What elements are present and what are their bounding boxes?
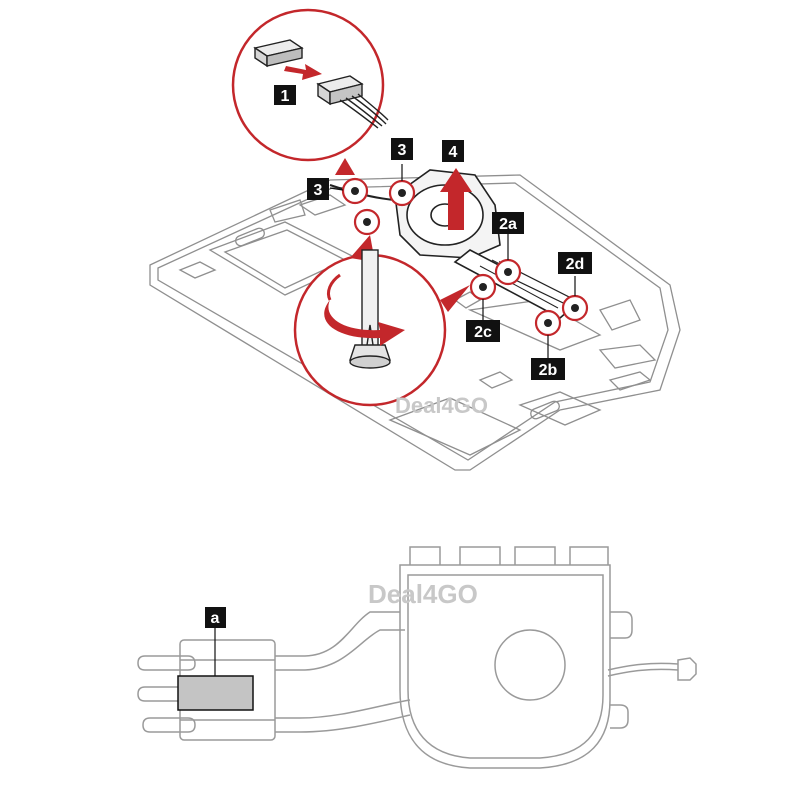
lift-arrow-icon [440, 168, 472, 230]
watermark-top: Deal4GO [395, 393, 488, 418]
screwdriver-zoom-circle [293, 235, 470, 407]
callout-2d: 2d [558, 252, 592, 274]
connector-cover [253, 39, 304, 68]
slide-arrow-icon [284, 64, 322, 80]
svg-text:3: 3 [398, 142, 407, 159]
svg-text:2b: 2b [539, 362, 558, 379]
svg-text:1: 1 [281, 88, 290, 105]
callout-3-left: 3 [307, 178, 329, 200]
callout-4: 4 [442, 140, 464, 162]
watermark-bottom: Deal4GO [368, 579, 478, 609]
leader-lines [329, 164, 576, 358]
callout-1: 1 [274, 85, 296, 105]
svg-text:2a: 2a [499, 216, 517, 233]
clockwise-rotation-icon [324, 300, 405, 346]
callout-2c: 2c [466, 320, 500, 342]
svg-text:2d: 2d [566, 256, 585, 273]
svg-text:4: 4 [449, 144, 458, 161]
svg-text:2c: 2c [474, 324, 492, 341]
callout-a: a [205, 607, 226, 628]
svg-text:a: a [211, 610, 220, 627]
callout-3-top: 3 [391, 138, 413, 160]
callout-2b: 2b [531, 358, 565, 380]
thermal-pad [177, 675, 254, 711]
svg-text:3: 3 [314, 182, 323, 199]
callout-2a: 2a [492, 212, 524, 234]
connector-zoom-circle [231, 8, 389, 175]
fan-connector [316, 75, 389, 129]
screw-heads [351, 187, 579, 327]
